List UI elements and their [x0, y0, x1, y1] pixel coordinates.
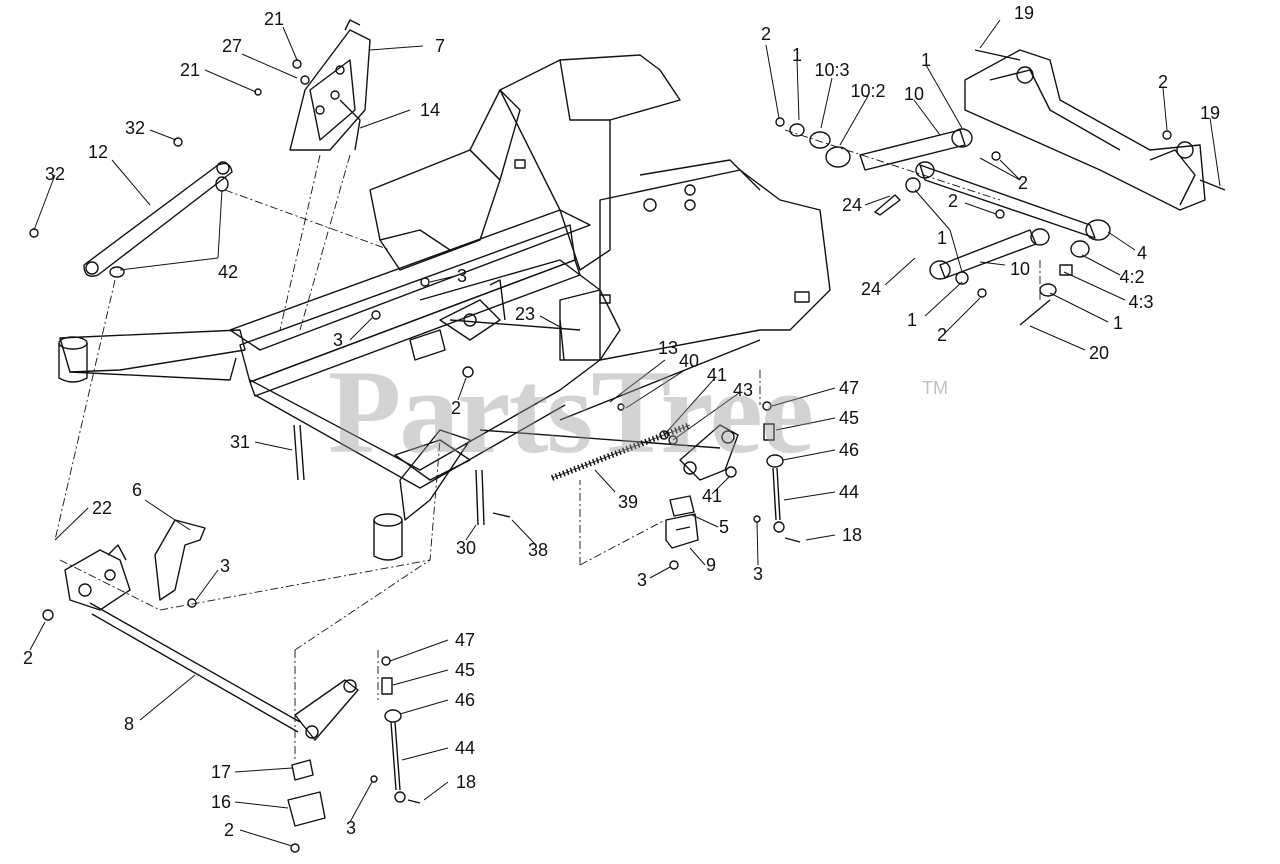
lower-linkage: [370, 656, 421, 804]
spring: [479, 422, 721, 481]
assembly-guide-lines: [54, 129, 1041, 760]
callout-39: 39: [617, 492, 639, 512]
callout-9: 9: [705, 555, 717, 575]
callout-1: 1: [920, 50, 932, 70]
callout-3: 3: [332, 330, 344, 350]
callout-42: 42: [217, 262, 239, 282]
callout-45: 45: [454, 660, 476, 680]
suspension-arms: [775, 117, 1172, 326]
callout-44: 44: [838, 482, 860, 502]
callout-2: 2: [760, 24, 772, 44]
callout-18: 18: [455, 772, 477, 792]
callout-2: 2: [22, 648, 34, 668]
lower-left-bracket: [42, 519, 206, 621]
callout-2: 2: [223, 820, 235, 840]
callout-41: 41: [706, 365, 728, 385]
callout-2: 2: [947, 191, 959, 211]
callout-21: 21: [263, 9, 285, 29]
callout-10: 10: [903, 84, 925, 104]
callout-10: 10: [1009, 259, 1031, 279]
leader-lines: [29, 19, 1221, 847]
main-frame: [58, 54, 831, 561]
callout-8: 8: [123, 714, 135, 734]
callout-27: 27: [221, 36, 243, 56]
callout-12: 12: [87, 142, 109, 162]
trademark-mark: TM: [922, 378, 948, 398]
callout-3: 3: [636, 570, 648, 590]
callout-38: 38: [527, 540, 549, 560]
fasteners: [29, 59, 737, 570]
rear-axle-bracket: [964, 49, 1226, 211]
callout-4: 4: [1136, 243, 1148, 263]
callout-20: 20: [1088, 343, 1110, 363]
callout-6: 6: [131, 480, 143, 500]
rod: [89, 602, 359, 741]
callout-7: 7: [434, 36, 446, 56]
bellcrank: [679, 424, 739, 481]
callout-2: 2: [1017, 173, 1029, 193]
callout-21: 21: [179, 60, 201, 80]
callout-1: 1: [1112, 313, 1124, 333]
callout-2: 2: [1157, 72, 1169, 92]
block-clips: [665, 495, 699, 549]
callout-19: 19: [1199, 103, 1221, 123]
callout-23: 23: [514, 304, 536, 324]
callout-47: 47: [454, 630, 476, 650]
callout-47: 47: [838, 378, 860, 398]
callout-40: 40: [678, 351, 700, 371]
callout-10-2: 10:2: [850, 81, 886, 101]
callout-4-3: 4:3: [1128, 292, 1154, 312]
right-linkage: [753, 401, 801, 543]
callout-46: 46: [454, 690, 476, 710]
callout-17: 17: [210, 762, 232, 782]
callout-24: 24: [860, 279, 882, 299]
callout-2: 2: [450, 398, 462, 418]
callout-19: 19: [1013, 3, 1035, 23]
callout-45: 45: [838, 408, 860, 428]
callout-44: 44: [454, 738, 476, 758]
callout-32: 32: [124, 118, 146, 138]
callout-3: 3: [752, 564, 764, 584]
callout-5: 5: [718, 517, 730, 537]
callout-3: 3: [219, 556, 231, 576]
callout-31: 31: [229, 432, 251, 452]
callout-2: 2: [936, 325, 948, 345]
callout-16: 16: [210, 792, 232, 812]
callout-14: 14: [419, 100, 441, 120]
callout-46: 46: [838, 440, 860, 460]
callout-3: 3: [456, 266, 468, 286]
callout-32: 32: [44, 164, 66, 184]
callout-1: 1: [936, 228, 948, 248]
lower-block-clips: [287, 759, 326, 853]
callout-41: 41: [701, 486, 723, 506]
callout-4-2: 4:2: [1119, 267, 1145, 287]
callout-1: 1: [791, 45, 803, 65]
strap-link: [83, 161, 233, 278]
callout-24: 24: [841, 195, 863, 215]
callout-10-3: 10:3: [814, 60, 850, 80]
callout-1: 1: [906, 310, 918, 330]
callout-30: 30: [455, 538, 477, 558]
watermark: PartsTree: [328, 345, 814, 478]
upper-bracket-assembly: [289, 19, 371, 151]
callout-13: 13: [657, 338, 679, 358]
callout-43: 43: [732, 380, 754, 400]
center-linkage: [409, 279, 506, 361]
callout-3: 3: [345, 818, 357, 838]
callout-22: 22: [91, 498, 113, 518]
callout-18: 18: [841, 525, 863, 545]
